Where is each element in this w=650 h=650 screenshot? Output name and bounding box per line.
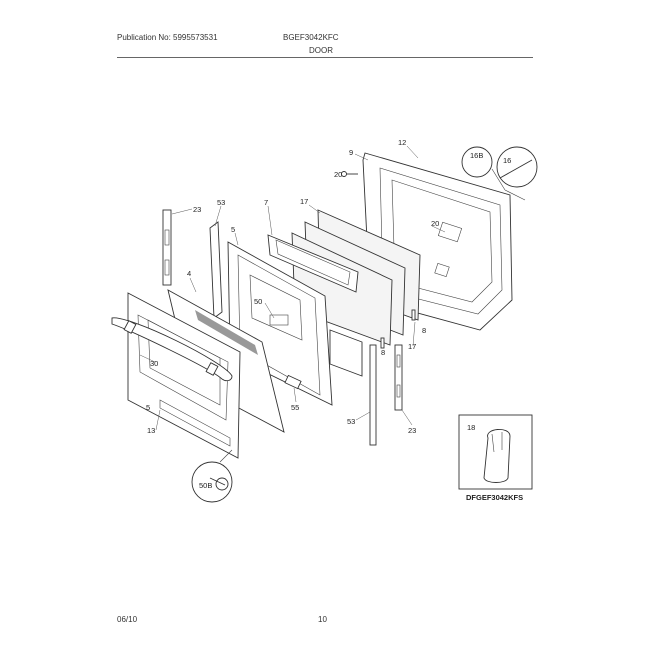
callout-23-right: 23	[408, 426, 416, 435]
leader-lines	[139, 145, 446, 431]
callout-50: 50	[254, 297, 262, 306]
glass-pack	[267, 209, 421, 377]
footer-date: 06/10	[117, 615, 138, 624]
screw-detail	[341, 171, 358, 177]
callout-53-right: 53	[347, 417, 355, 426]
callout-30: 30	[150, 359, 158, 368]
model-number: BGEF3042KFC	[283, 33, 339, 42]
inset-box	[458, 414, 533, 490]
header-rule	[117, 57, 533, 58]
right-hinge-assembly	[369, 309, 416, 446]
callout-9: 9	[349, 148, 353, 157]
callout-17-top: 17	[300, 197, 308, 206]
callout-23-left: 23	[193, 205, 201, 214]
callout-7: 7	[264, 198, 268, 207]
callout-20-top: 20	[334, 170, 342, 179]
callout-17-right: 17	[408, 342, 416, 351]
latch-bracket	[284, 374, 302, 390]
inset-model-label: DFGEF3042KFS	[466, 493, 523, 502]
callout-5-lower: 5	[146, 403, 150, 412]
callout-13: 13	[147, 426, 155, 435]
callout-55: 55	[291, 403, 299, 412]
callout-50B: 50B	[199, 481, 212, 490]
callout-5: 5	[231, 225, 235, 234]
callout-16B: 16B	[470, 151, 483, 160]
publication-number: Publication No: 5995573531	[117, 33, 218, 42]
hinge-pin-detail	[461, 146, 538, 201]
screw-detail-50B	[191, 449, 233, 503]
callout-18: 18	[467, 423, 475, 432]
left-hinge-assembly	[162, 209, 223, 319]
callout-16: 16	[503, 156, 511, 165]
callout-4: 4	[187, 269, 191, 278]
door-handle	[111, 317, 233, 382]
callout-53-left: 53	[217, 198, 225, 207]
callout-8-b: 8	[422, 326, 426, 335]
footer-page: 10	[318, 615, 327, 624]
callout-20-mid: 20	[431, 219, 439, 228]
section-title: DOOR	[309, 46, 333, 55]
callout-12: 12	[398, 138, 406, 147]
callout-8-a: 8	[381, 348, 385, 357]
callout-labels: 12 9 20 17 7 23 53 5 20 4 50 30 55 5 13 …	[146, 138, 523, 502]
